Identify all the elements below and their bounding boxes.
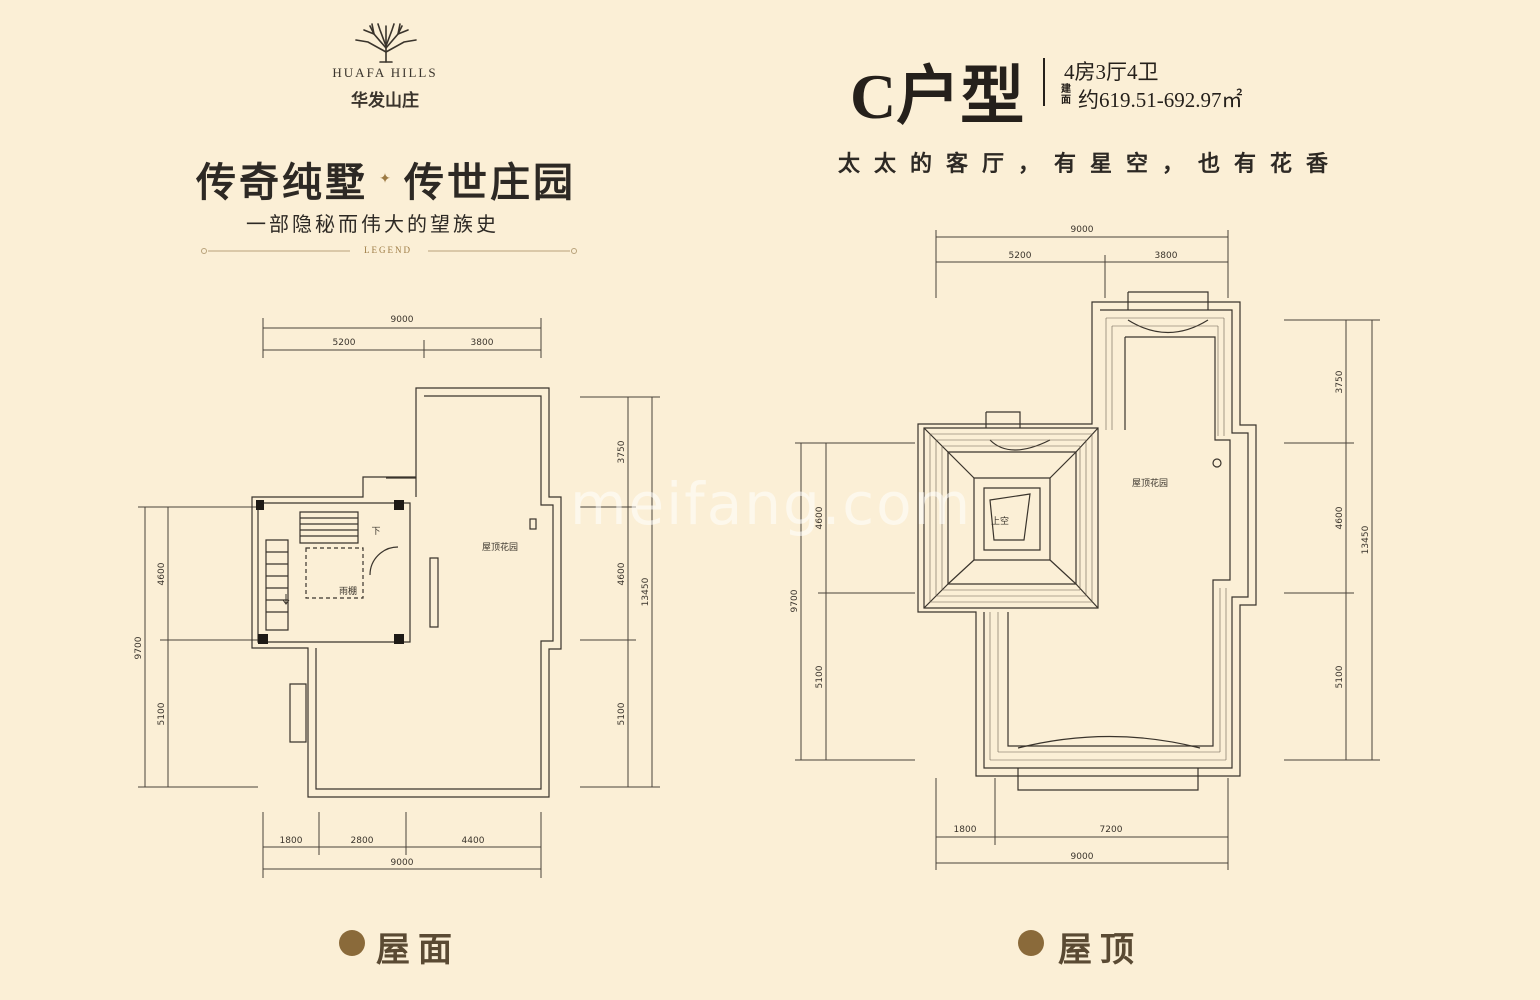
dim-bottom-3: 4400 — [462, 836, 485, 846]
dim-left-upper: 4600 — [815, 506, 825, 529]
dim-left-lower: 5100 — [157, 702, 167, 725]
unit-area: 约619.51-692.97㎡ — [1078, 88, 1243, 112]
dim-right-2: 4600 — [617, 562, 627, 585]
right-plan-caption: 屋顶 — [1058, 930, 1142, 970]
left-plan-caption: 屋面 — [376, 930, 460, 970]
tree-logo-icon — [355, 23, 417, 63]
dim-left-total: 9700 — [790, 589, 800, 612]
label-roof-garden: 屋顶花园 — [482, 541, 518, 553]
dim-right-3: 5100 — [617, 702, 627, 725]
dim-right-total: 13450 — [1361, 525, 1371, 554]
area-label: 建面 — [1061, 84, 1071, 106]
dim-right-1: 3750 — [617, 440, 627, 463]
dim-right-3: 5100 — [1335, 665, 1345, 688]
dim-bottom-total: 9000 — [391, 858, 414, 868]
dim-bottom-total: 9000 — [1071, 852, 1094, 862]
label-void: 上空 — [991, 515, 1009, 527]
label-roof-garden: 屋顶花园 — [1132, 477, 1168, 489]
dim-top-left: 5200 — [333, 338, 356, 348]
dim-right-total: 13450 — [641, 577, 651, 606]
slogan-left: 传奇纯墅 — [196, 159, 368, 206]
stair-arrow-icon — [282, 594, 290, 605]
dim-top-total: 9000 — [1071, 225, 1094, 235]
unit-tagline: 太太的客厅，有星空，也有花香 — [838, 152, 1343, 177]
label-canopy: 雨棚 — [339, 585, 357, 597]
dim-left-total: 9700 — [134, 636, 144, 659]
left-floor-plan: 9000 5200 3800 1800 2800 4400 9000 4600 … — [134, 315, 660, 878]
dim-right-1: 3750 — [1335, 370, 1345, 393]
caption-dot-icon — [1018, 930, 1044, 956]
dim-bottom-2: 7200 — [1100, 825, 1123, 835]
slogan-separator-icon: ✦ — [379, 171, 391, 187]
brand-name-en: HUAFA HILLS — [332, 65, 438, 80]
caption-dot-icon — [339, 930, 365, 956]
slogan-right: 传世庄园 — [404, 159, 576, 206]
dim-bottom-1: 1800 — [280, 836, 303, 846]
dim-right-2: 4600 — [1335, 506, 1345, 529]
watermark: meifang.com — [570, 470, 973, 538]
dim-top-right: 3800 — [471, 338, 494, 348]
header-divider — [1043, 58, 1045, 106]
label-down: 下 — [371, 527, 380, 537]
dim-bottom-1: 1800 — [954, 825, 977, 835]
brand-name-cn: 华发山庄 — [351, 91, 419, 111]
unit-rooms: 4房3厅4卫 — [1064, 60, 1159, 84]
right-roof-plan: 9000 5200 3800 1800 7200 9000 4600 9700 … — [790, 225, 1380, 870]
dim-left-lower: 5100 — [815, 665, 825, 688]
dim-bottom-2: 2800 — [351, 836, 374, 846]
dim-top-right: 3800 — [1155, 251, 1178, 261]
dim-top-left: 5200 — [1009, 251, 1032, 261]
legend-divider — [201, 248, 577, 254]
dim-left-upper: 4600 — [157, 562, 167, 585]
dim-top-total: 9000 — [391, 315, 414, 325]
slogan-subtitle: 一部隐秘而伟大的望族史 — [246, 212, 499, 236]
unit-type-title: C户型 — [850, 61, 1025, 132]
legend-label: LEGEND — [364, 245, 412, 255]
